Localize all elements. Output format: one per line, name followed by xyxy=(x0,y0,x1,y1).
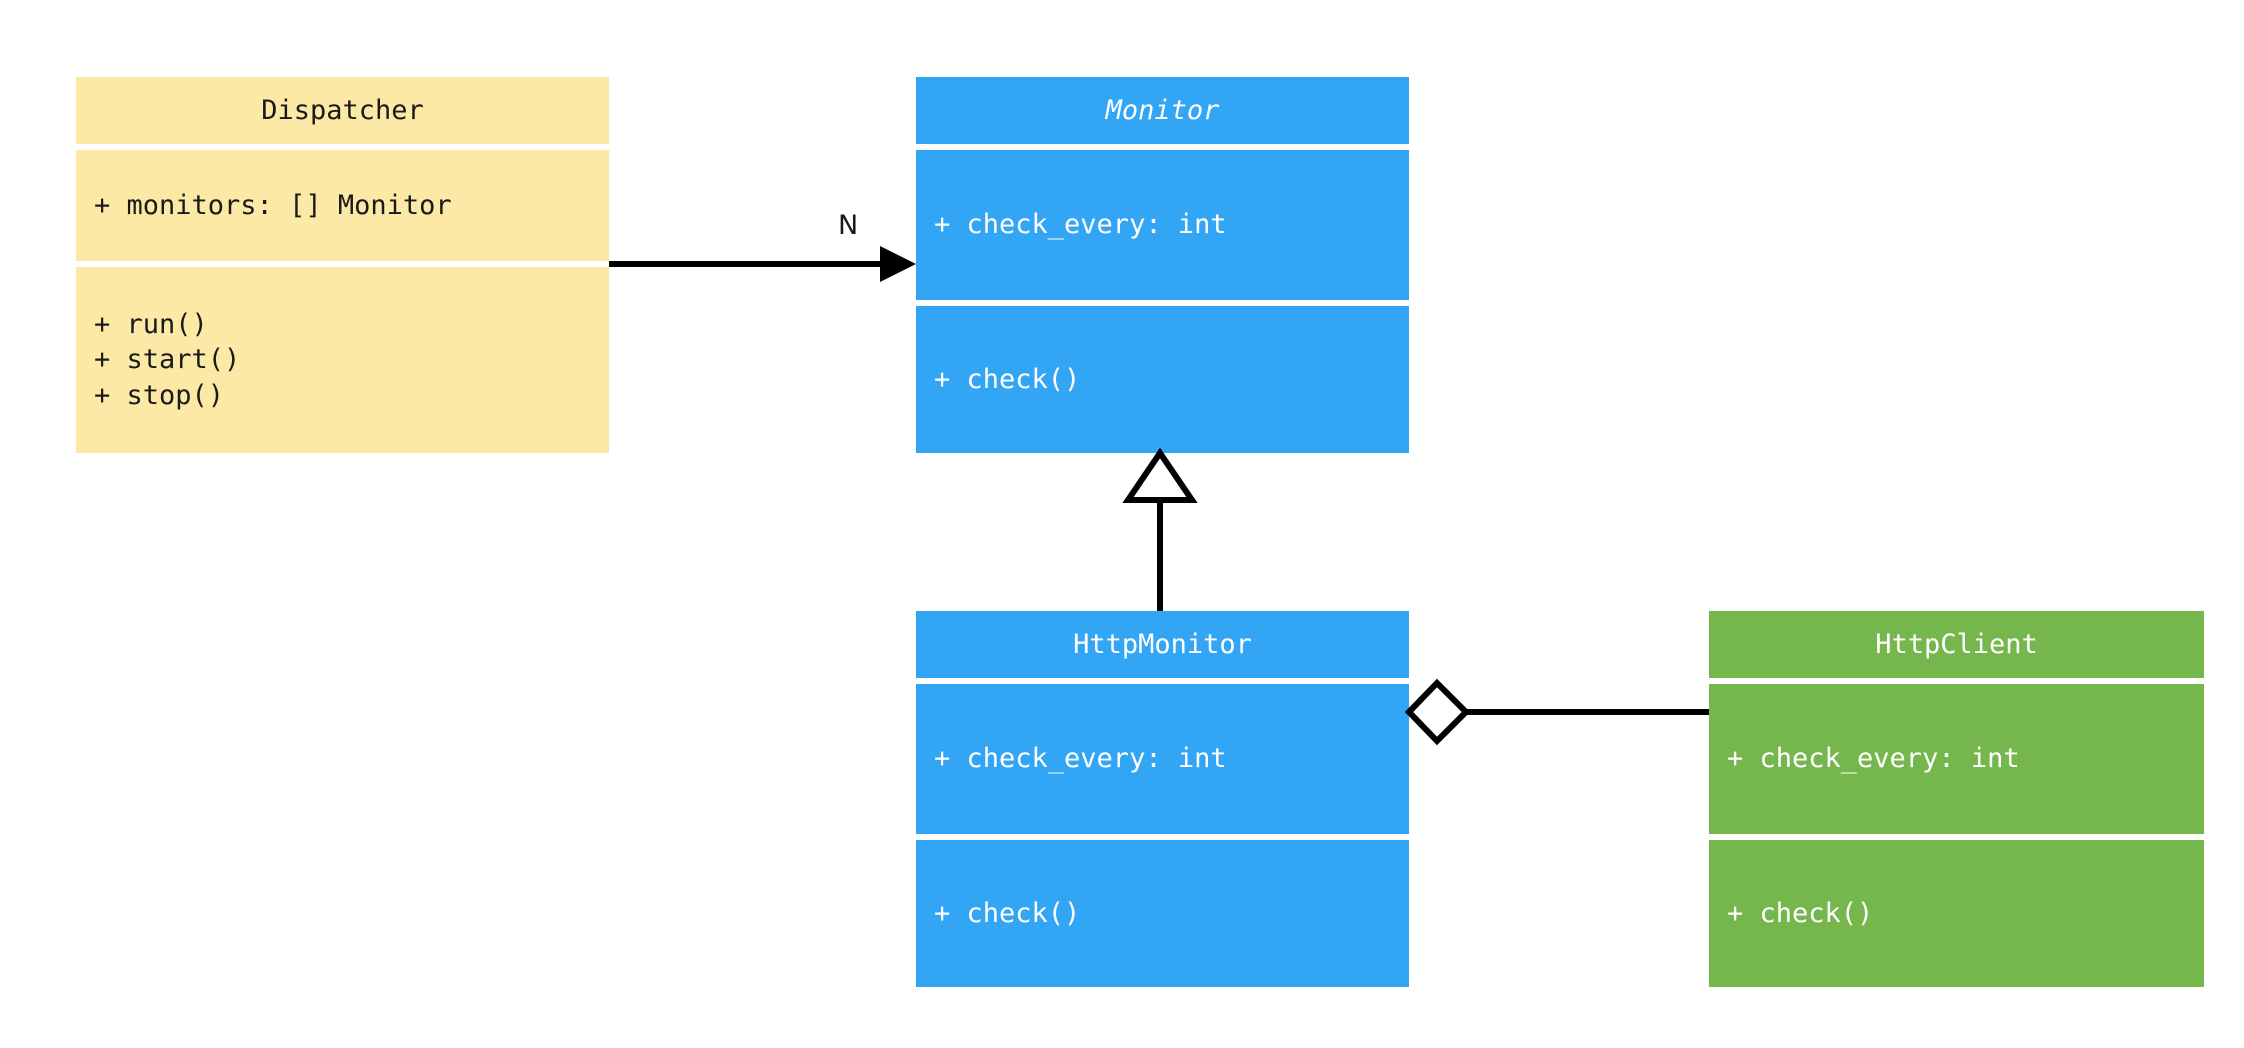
class-attributes-dispatcher: + monitors: [] Monitor xyxy=(76,150,609,261)
edge-http-monitor-to-http-client xyxy=(1404,678,1709,746)
compartment-divider xyxy=(916,144,1409,150)
hollow-diamond-icon xyxy=(1404,678,1471,746)
hollow-triangle-arrowhead-icon xyxy=(1122,447,1198,503)
class-box-http-client[interactable]: HttpClient + check_every: int + check() xyxy=(1709,611,2204,987)
edge-dispatcher-to-monitor xyxy=(609,246,916,282)
method-item: + start() xyxy=(94,344,241,376)
class-box-dispatcher[interactable]: Dispatcher + monitors: [] Monitor + run(… xyxy=(76,77,609,453)
class-title-monitor: Monitor xyxy=(916,77,1409,144)
compartment-divider xyxy=(1709,678,2204,684)
edge-label-multiplicity-n: N xyxy=(838,210,859,241)
method-item: + check() xyxy=(1727,897,1874,929)
method-item: + run() xyxy=(94,308,208,340)
class-attributes-monitor: + check_every: int xyxy=(916,150,1409,300)
class-methods-monitor: + check() xyxy=(916,306,1409,453)
attribute-item: + check_every: int xyxy=(934,743,1227,775)
class-attributes-http-client: + check_every: int xyxy=(1709,684,2204,834)
method-item: + check() xyxy=(934,363,1081,395)
attribute-item: + check_every: int xyxy=(934,209,1227,241)
class-title-http-client: HttpClient xyxy=(1709,611,2204,678)
class-methods-dispatcher: + run() + start() + stop() xyxy=(76,267,609,453)
compartment-divider xyxy=(916,678,1409,684)
method-item: + stop() xyxy=(94,379,225,411)
compartment-divider xyxy=(916,834,1409,840)
class-methods-http-monitor: + check() xyxy=(916,840,1409,987)
class-attributes-http-monitor: + check_every: int xyxy=(916,684,1409,834)
attribute-item: + monitors: [] Monitor xyxy=(94,189,452,221)
class-title-http-monitor: HttpMonitor xyxy=(916,611,1409,678)
class-methods-http-client: + check() xyxy=(1709,840,2204,987)
class-box-monitor[interactable]: Monitor + check_every: int + check() xyxy=(916,77,1409,453)
compartment-divider xyxy=(916,300,1409,306)
attribute-item: + check_every: int xyxy=(1727,743,2020,775)
class-title-dispatcher: Dispatcher xyxy=(76,77,609,144)
compartment-divider xyxy=(1709,834,2204,840)
edge-http-monitor-to-monitor xyxy=(1122,447,1198,611)
filled-triangle-arrowhead-icon xyxy=(880,246,916,282)
class-box-http-monitor[interactable]: HttpMonitor + check_every: int + check() xyxy=(916,611,1409,987)
method-item: + check() xyxy=(934,897,1081,929)
compartment-divider xyxy=(76,144,609,150)
compartment-divider xyxy=(76,261,609,267)
